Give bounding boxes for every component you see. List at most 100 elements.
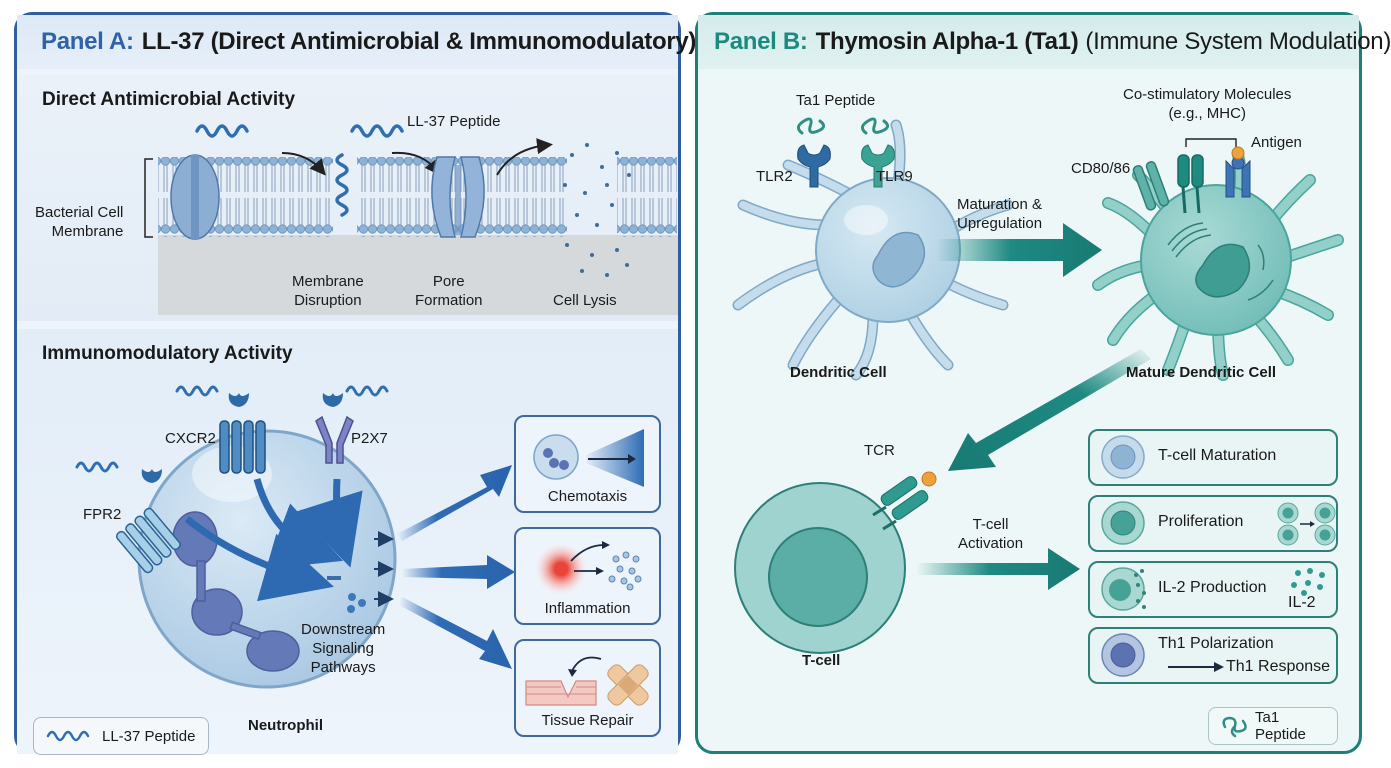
membrane-segment <box>617 157 677 237</box>
dendritic-cell <box>732 119 1014 381</box>
maturation-arrow-icon <box>936 223 1102 277</box>
t-cell <box>734 482 906 654</box>
legend-label: Ta1 Peptide <box>1255 709 1306 743</box>
pore-icon <box>431 156 485 238</box>
antigen-mhc-icon <box>1225 146 1251 198</box>
outcome-label: IL-2 Production <box>1158 579 1267 596</box>
ta1-peptide-icon <box>1222 716 1247 738</box>
tlr2-receptor-icon <box>797 144 831 188</box>
panel-b-label: Panel B: <box>714 28 808 55</box>
inflammation-icon <box>535 541 642 595</box>
legend-ta1: Ta1 Peptide <box>1208 707 1338 745</box>
ll37-peptide-icon <box>75 461 119 473</box>
cytoplasm-region <box>158 235 678 315</box>
ll37-peptide-icon <box>345 385 389 397</box>
panel-a-header: Panel A: LL-37 (Direct Antimicrobial & I… <box>17 15 696 69</box>
section-title-immuno: Immunomodulatory Activity <box>42 343 293 364</box>
outcome-label: Proliferation <box>1158 513 1244 530</box>
mature-dendritic-cell <box>1092 149 1344 381</box>
outcome-inflammation: Inflammation <box>514 527 661 625</box>
nucleus-icon <box>872 231 926 288</box>
tlr9-receptor-icon <box>861 144 895 188</box>
channel-protein-icon <box>170 154 220 240</box>
ta1-peptide-icon <box>861 117 889 135</box>
neutrophil-diagram <box>75 385 515 689</box>
maturation-label: Maturation & Upregulation <box>957 196 1043 232</box>
membrane-label: Bacterial Cell Membrane <box>35 204 124 240</box>
t-cell-maturation-icon <box>1101 435 1145 479</box>
membrane-diagram <box>144 124 678 315</box>
panel-b-header: Panel B: Thymosin Alpha-1 (Ta1) (Immune … <box>698 15 1391 69</box>
nucleus-icon <box>1195 243 1251 298</box>
outcome-tissue-repair: Tissue Repair <box>514 639 661 737</box>
outcome-label: Th1 Polarization <box>1158 635 1274 652</box>
step-label-lysis: Cell Lysis <box>553 292 617 309</box>
tlr9-label: TLR9 <box>876 168 913 185</box>
ll37-peptide-icon <box>175 385 219 397</box>
arrow-icon <box>281 152 326 176</box>
receptor-label-fpr2: FPR2 <box>83 506 122 523</box>
receptor-fpr2-icon <box>115 469 181 574</box>
immunomodulatory-section: Immunomodulatory Activity <box>17 329 678 755</box>
signal-arrow-icon <box>295 478 363 568</box>
membrane-segment <box>357 157 567 237</box>
panel-a: Panel A: LL-37 (Direct Antimicrobial & I… <box>14 12 696 755</box>
ta1-peptide-icon <box>797 117 825 135</box>
tcr-receptor-icon <box>872 471 937 531</box>
panel-b-subtitle: (Immune System Modulation) <box>1085 28 1391 55</box>
receptor-label-cxcr2: CXCR2 <box>165 430 216 447</box>
section-title-direct: Direct Antimicrobial Activity <box>42 89 296 110</box>
tissue-repair-icon <box>525 656 649 706</box>
outcome-label: Tissue Repair <box>541 712 634 729</box>
mhc-molecule-icon <box>1177 154 1204 214</box>
outcome-il2-production: IL-2 Production IL-2 <box>1088 561 1338 618</box>
chemotaxis-icon <box>533 429 644 487</box>
activation-arrow-icon <box>916 548 1080 590</box>
cd80-86-icon <box>1132 161 1170 211</box>
cd80-86-label: CD80/86 <box>1071 160 1131 177</box>
outcome-chemotaxis: Chemotaxis <box>514 415 661 513</box>
panel-a-title: LL-37 (Direct Antimicrobial & Immunomodu… <box>141 28 697 55</box>
ll37-peptide-icon <box>350 124 404 138</box>
receptor-cxcr2-icon <box>219 393 266 474</box>
il2-production-icon <box>1101 567 1325 611</box>
outcome-th1-polarization: Th1 Polarization Th1 Response <box>1088 627 1338 684</box>
tlr2-label: TLR2 <box>756 168 793 185</box>
step-label-pore: Pore Formation <box>415 273 483 309</box>
ll37-peptide-icon <box>335 153 349 217</box>
t-cell-label: T-cell <box>802 652 841 669</box>
legend-ll37: LL-37 Peptide <box>33 717 209 755</box>
ll37-peptide-icon <box>195 124 249 138</box>
tcr-label: TCR <box>864 442 895 459</box>
outcome-label: Chemotaxis <box>547 488 628 505</box>
costim-bracket <box>1185 138 1237 147</box>
peptide-label: LL-37 Peptide <box>407 113 501 130</box>
outcome-label: T-cell Maturation <box>1158 447 1277 464</box>
lysis-particles <box>563 143 631 277</box>
ta1-diagram <box>732 117 1344 654</box>
outcome-arrow-icon <box>402 555 515 589</box>
ll37-peptide-icon <box>46 730 90 742</box>
ta1-peptide-label: Ta1 Peptide <box>796 92 876 109</box>
presentation-arrow-icon <box>948 349 1151 471</box>
th1-polarization-icon <box>1101 633 1224 677</box>
nucleus-icon <box>172 511 300 672</box>
activation-label: T-cell Activation <box>958 516 1024 552</box>
outcome-t-cell-maturation: T-cell Maturation <box>1088 429 1338 486</box>
proliferation-icon <box>1101 501 1336 546</box>
direct-antimicrobial-section: Direct Antimicrobial Activity <box>17 75 678 321</box>
outcome-arrows <box>397 465 515 669</box>
step-label-disruption: Membrane Disruption <box>292 273 364 309</box>
outcome-arrow-icon <box>399 597 512 669</box>
antigen-label: Antigen <box>1251 134 1302 151</box>
arrow-icon <box>496 138 553 176</box>
panel-a-label: Panel A: <box>41 28 134 55</box>
neutrophil-label: Neutrophil <box>248 717 323 734</box>
outcome-sublabel: Th1 Response <box>1226 658 1331 675</box>
panel-b-title: Thymosin Alpha-1 (Ta1) <box>815 28 1079 55</box>
signaling-label: Downstream Signaling Pathways <box>301 621 386 676</box>
outcome-arrow-icon <box>397 465 512 541</box>
signal-arrow-icon <box>184 516 334 602</box>
legend-label: LL-37 Peptide <box>102 727 196 745</box>
outcome-label: Inflammation <box>544 600 631 617</box>
